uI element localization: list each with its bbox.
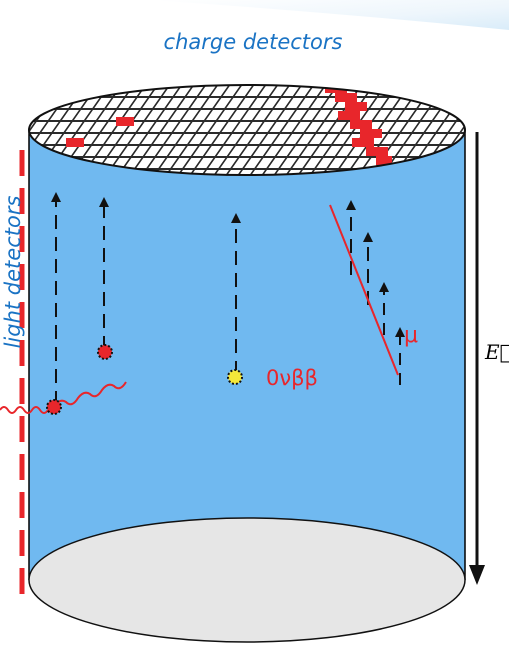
signal-star — [227, 369, 243, 385]
arrowheads — [51, 192, 405, 337]
photon-wiggle-right — [53, 381, 127, 407]
signal-label: 0νββ — [266, 366, 318, 390]
light-detectors-label: light detectors — [1, 195, 25, 349]
background-wash — [150, 0, 509, 30]
muon-path — [329, 204, 399, 376]
charge-detectors-label: charge detectors — [163, 30, 343, 54]
cylinder-body — [29, 130, 465, 642]
bottom-cap — [28, 517, 466, 643]
muon-label: μ — [404, 323, 418, 348]
interaction-star-2 — [97, 344, 113, 360]
field-arrow-head — [469, 565, 485, 585]
photon-wiggle-left — [0, 406, 49, 414]
field-label: E⃗ — [485, 340, 509, 364]
charge-detector-grid — [28, 84, 466, 176]
interaction-star-1 — [46, 399, 62, 415]
